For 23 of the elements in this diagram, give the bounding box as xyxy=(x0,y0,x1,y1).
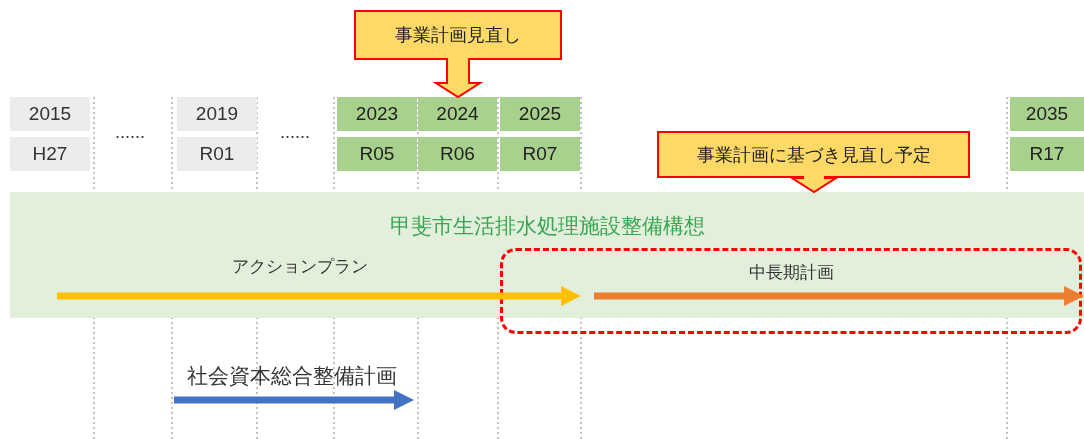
era-cell: R07 xyxy=(500,137,580,171)
year-cell: 2019 xyxy=(177,97,257,131)
era-cell: R06 xyxy=(418,137,497,171)
plan-label: アクションプラン xyxy=(232,256,368,278)
band-title: 甲斐市生活排水処理施設整備構想 xyxy=(389,213,705,239)
era-cell: R01 xyxy=(177,137,257,171)
plan-label: 社会資本総合整備計画 xyxy=(187,363,397,389)
block-arrow xyxy=(788,175,840,194)
ellipsis-text: ...... xyxy=(280,122,310,143)
callout-box: 事業計画に基づき見直し予定 xyxy=(657,131,970,178)
year-cell: 2023 xyxy=(337,97,417,131)
frame-title: 中長期計画 xyxy=(748,262,834,284)
era-cell: R17 xyxy=(1010,137,1084,171)
callout-box: 事業計画見直し xyxy=(354,10,562,60)
year-cell: 2025 xyxy=(500,97,580,131)
era-cell: R05 xyxy=(337,137,417,171)
era-cell: H27 xyxy=(10,137,90,171)
year-cell: 2035 xyxy=(1010,97,1084,131)
block-arrow xyxy=(432,57,484,99)
year-cell: 2015 xyxy=(10,97,90,131)
plan-band xyxy=(10,192,1084,318)
year-cell: 2024 xyxy=(418,97,497,131)
ellipsis-text: ...... xyxy=(115,122,145,143)
